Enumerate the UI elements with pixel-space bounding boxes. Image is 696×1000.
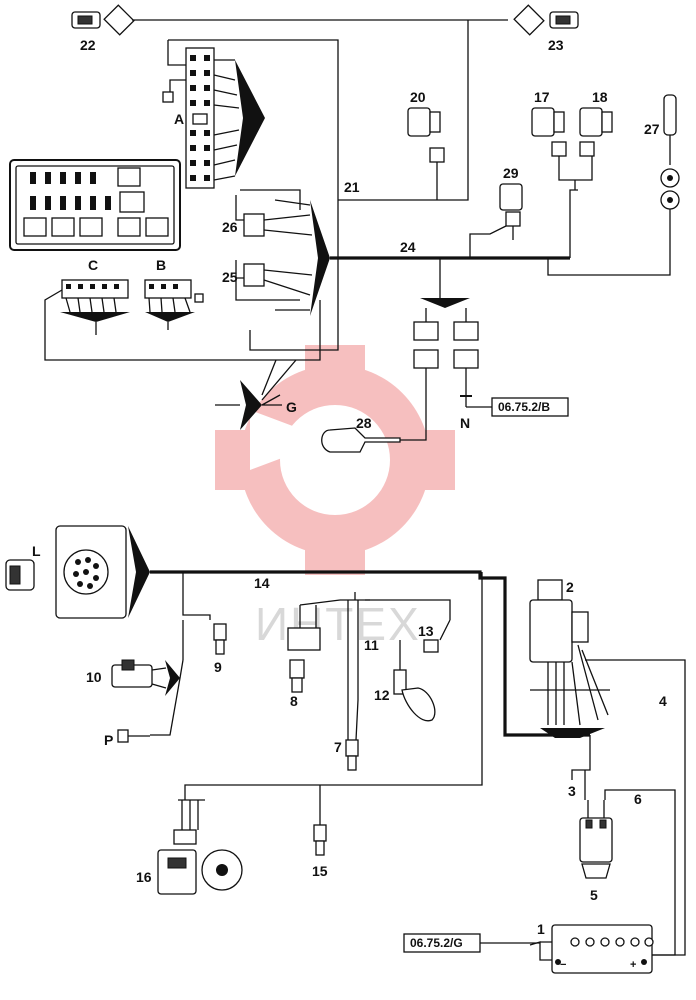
- watermark-gear-logo: [215, 345, 455, 575]
- reference-06-75-2-G: 06.75.2/G: [410, 936, 463, 950]
- label-25: 25: [222, 269, 238, 285]
- label-N: N: [460, 415, 470, 431]
- component-13: [365, 599, 451, 653]
- component-27: [660, 94, 680, 235]
- label-8: 8: [290, 693, 298, 709]
- label-6: 6: [634, 791, 642, 807]
- label-2: 2: [566, 579, 574, 595]
- label-5: 5: [590, 887, 598, 903]
- component-20: [407, 107, 445, 200]
- component-12: [393, 640, 436, 722]
- label-P: P: [104, 732, 113, 748]
- wire-to-21: [338, 20, 469, 201]
- relay-26: [235, 189, 301, 237]
- connector-P: [117, 729, 150, 743]
- label-13: 13: [418, 623, 434, 639]
- component-10: [111, 659, 184, 736]
- relay-panel: [9, 159, 181, 251]
- connector-B: [144, 279, 204, 330]
- connector-L: [5, 559, 35, 591]
- wire-4: [585, 659, 686, 956]
- label-15: 15: [312, 863, 328, 879]
- label-23: 23: [548, 37, 564, 53]
- label-14: 14: [254, 575, 270, 591]
- connector-A: [162, 40, 265, 189]
- label-A: A: [174, 111, 184, 127]
- label-17: 17: [534, 89, 550, 105]
- round-connector: [55, 525, 150, 619]
- connector-letters: A C B G N L P: [32, 111, 470, 748]
- component-5: [579, 800, 613, 879]
- component-8: [287, 592, 370, 693]
- reference-box-B: [466, 397, 569, 417]
- bus-14: [150, 570, 590, 737]
- component-16: [157, 799, 243, 895]
- label-12: 12: [374, 687, 390, 703]
- label-21: 21: [344, 179, 360, 195]
- label-B: B: [156, 257, 166, 273]
- battery-plus-label: +: [630, 959, 636, 971]
- component-28: [321, 427, 401, 453]
- label-10: 10: [86, 669, 102, 685]
- component-18: [579, 107, 613, 157]
- inline-connectors-N: [400, 298, 479, 441]
- connector-G: [215, 359, 297, 430]
- label-16: 16: [136, 869, 152, 885]
- component-17: [531, 107, 567, 157]
- label-26: 26: [222, 219, 238, 235]
- label-27: 27: [644, 121, 660, 137]
- wire-A-bus: [168, 39, 339, 351]
- component-15: [313, 785, 327, 856]
- label-24: 24: [400, 239, 416, 255]
- harness-fan-25-26: [310, 200, 330, 316]
- label-29: 29: [503, 165, 519, 181]
- component-9: [182, 572, 227, 660]
- label-11: 11: [364, 637, 379, 653]
- component-29: [469, 183, 523, 258]
- relay-25: [235, 260, 300, 301]
- label-1: 1: [537, 921, 545, 937]
- label-L: L: [32, 543, 41, 559]
- label-G: G: [286, 399, 297, 415]
- label-C: C: [88, 257, 98, 273]
- reference-box-G: [403, 933, 540, 953]
- label-18: 18: [592, 89, 608, 105]
- component-22: [71, 4, 135, 36]
- component-2: [529, 579, 610, 738]
- label-4: 4: [659, 693, 667, 709]
- reference-06-75-2-B: 06.75.2/B: [498, 400, 550, 414]
- label-20: 20: [410, 89, 426, 105]
- connector-C: [44, 279, 130, 340]
- label-28: 28: [356, 415, 372, 431]
- label-9: 9: [214, 659, 222, 675]
- component-7: [345, 600, 359, 771]
- component-1-battery: [529, 924, 654, 974]
- component-23: [513, 4, 579, 36]
- watermark-text: ИНТЕХ: [255, 598, 421, 650]
- label-3: 3: [568, 783, 576, 799]
- wire-6: [584, 770, 676, 956]
- battery-minus-label: −: [560, 959, 566, 971]
- wire-C-loop: [44, 300, 321, 361]
- label-22: 22: [80, 37, 96, 53]
- component-labels: 22 23 20 17 18 27 21 29 26 24 25 28 14 2…: [80, 37, 667, 937]
- label-7: 7: [334, 739, 342, 755]
